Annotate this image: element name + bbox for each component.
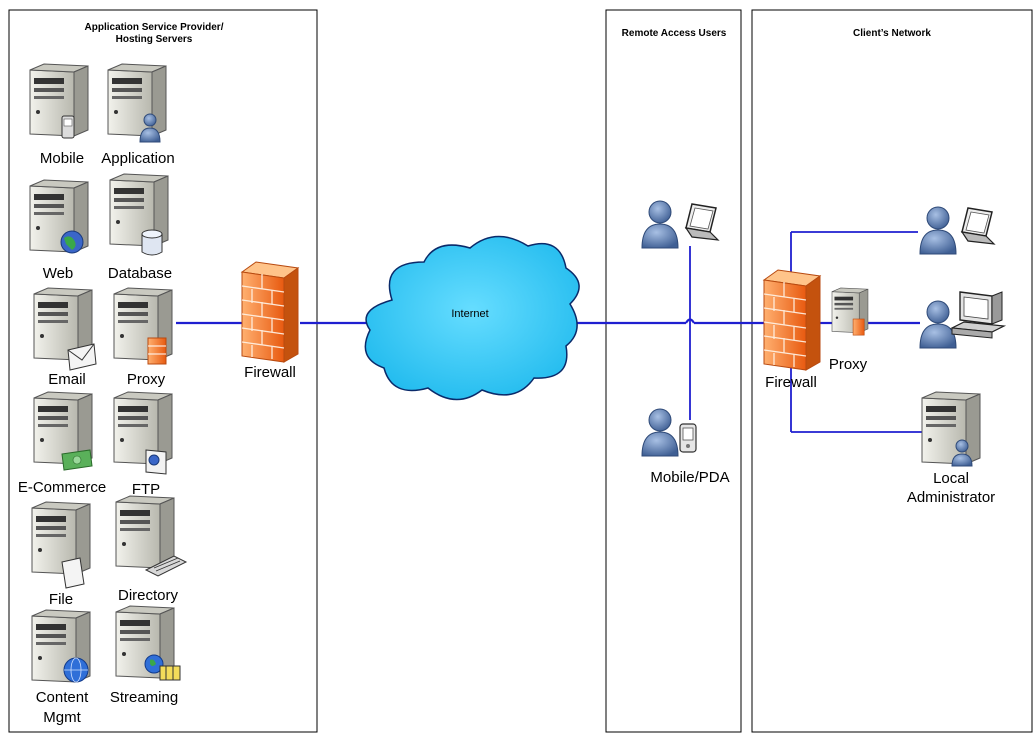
desktop-icon bbox=[951, 291, 1005, 339]
server-database bbox=[109, 173, 169, 256]
money-icon bbox=[61, 449, 93, 471]
client-laptop-user bbox=[919, 206, 995, 255]
server-proxy-label: Proxy bbox=[127, 371, 166, 388]
server-ftp bbox=[113, 391, 173, 475]
globe-icon bbox=[60, 230, 84, 254]
server-content-mgmt-label2: Mgmt bbox=[43, 709, 81, 726]
person-icon bbox=[919, 300, 957, 349]
internet-cloud bbox=[364, 235, 580, 401]
remote-pda-label: Mobile/PDA bbox=[650, 469, 729, 486]
client-desktop-user bbox=[919, 291, 1005, 349]
globe-blue-icon bbox=[63, 657, 89, 683]
server-email bbox=[33, 287, 97, 371]
pda-icon bbox=[679, 423, 697, 453]
client-admin-server bbox=[921, 391, 981, 467]
laptop-icon bbox=[685, 203, 719, 241]
server-proxy bbox=[113, 287, 173, 365]
client-panel: Client’s Network bbox=[751, 9, 1033, 733]
asp-panel-title-line1: Application Service Provider/ bbox=[85, 22, 224, 33]
remote-laptop-user bbox=[641, 200, 719, 249]
globe-film-icon bbox=[144, 654, 181, 681]
server-ftp-label: FTP bbox=[132, 481, 160, 498]
server-streaming-label: Streaming bbox=[110, 689, 178, 706]
remote-panel: Remote Access Users bbox=[605, 9, 742, 733]
person-icon bbox=[641, 408, 679, 457]
client-panel-title: Client’s Network bbox=[853, 28, 931, 39]
server-web bbox=[29, 179, 89, 254]
server-content-mgmt bbox=[31, 609, 91, 683]
laptop-icon bbox=[961, 207, 995, 245]
server-web-label: Web bbox=[43, 265, 74, 282]
server-directory-label: Directory bbox=[118, 587, 179, 604]
person-icon bbox=[641, 200, 679, 249]
server-ecommerce bbox=[33, 391, 93, 471]
user-icon bbox=[139, 113, 161, 143]
asp-firewall-label: Firewall bbox=[244, 364, 296, 381]
tray-icon bbox=[144, 555, 188, 577]
internet-label: Internet bbox=[451, 308, 488, 320]
asp-panel: Application Service Provider/ Hosting Se… bbox=[8, 9, 318, 733]
server-streaming bbox=[115, 605, 181, 681]
client-admin-label1: Local bbox=[933, 470, 969, 487]
server-file-label: File bbox=[49, 591, 73, 608]
server-ecommerce-label: E-Commerce bbox=[18, 479, 106, 496]
server-directory bbox=[115, 495, 188, 577]
server-application-label: Application bbox=[101, 150, 174, 167]
client-admin-label2: Administrator bbox=[907, 489, 995, 506]
firewall-badge-icon bbox=[147, 337, 167, 365]
server-application bbox=[107, 63, 167, 143]
client-firewall bbox=[763, 269, 821, 371]
asp-panel-title-line2: Hosting Servers bbox=[116, 34, 193, 45]
document-icon bbox=[61, 557, 85, 589]
server-mobile-label: Mobile bbox=[40, 150, 84, 167]
user-icon bbox=[951, 439, 973, 467]
person-icon bbox=[919, 206, 957, 255]
client-proxy-server bbox=[831, 287, 869, 336]
server-database-label: Database bbox=[108, 265, 172, 282]
server-file bbox=[31, 501, 91, 589]
server-email-label: Email bbox=[48, 371, 86, 388]
phone-icon bbox=[61, 115, 75, 139]
client-proxy-label: Proxy bbox=[829, 356, 868, 373]
server-content-mgmt-label1: Content bbox=[36, 689, 89, 706]
remote-pda-user bbox=[641, 408, 697, 457]
globe-document-icon bbox=[145, 449, 167, 475]
envelope-icon bbox=[67, 343, 97, 371]
firewall-badge-icon bbox=[852, 318, 865, 336]
server-mobile bbox=[29, 63, 89, 139]
remote-panel-title: Remote Access Users bbox=[622, 28, 727, 39]
database-icon bbox=[141, 229, 163, 256]
asp-firewall bbox=[241, 261, 299, 363]
client-firewall-label: Firewall bbox=[765, 374, 817, 391]
